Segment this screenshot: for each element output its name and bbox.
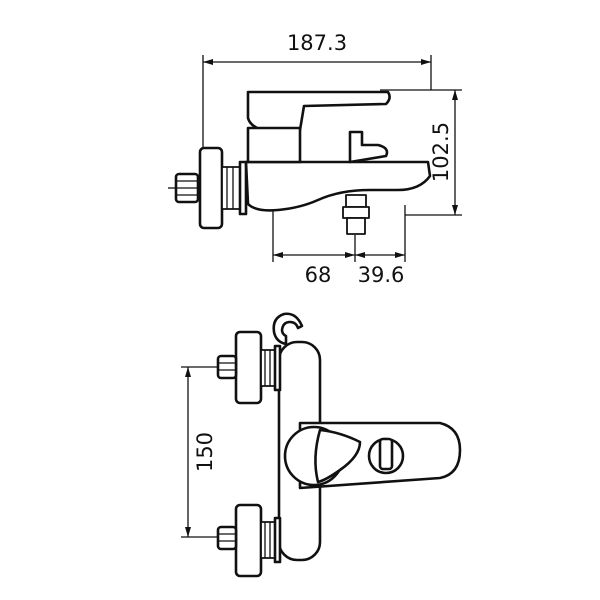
side-cartridge bbox=[246, 126, 302, 164]
dimension-label-inlet-spacing: 150 bbox=[193, 432, 217, 472]
side-cover-flange bbox=[198, 146, 224, 230]
front-top-inlet bbox=[216, 330, 282, 405]
side-connector bbox=[221, 160, 248, 216]
side-view: 187.3 102.5 68 39.6 bbox=[168, 31, 462, 287]
dimension-inlet-spacing: 150 bbox=[181, 366, 235, 538]
dimension-height: 102.5 bbox=[380, 89, 462, 216]
side-diverter-knob bbox=[348, 130, 389, 164]
dimension-bottom: 68 39.6 bbox=[272, 205, 406, 287]
side-inlet-nut bbox=[168, 172, 200, 204]
front-view: 150 bbox=[181, 312, 462, 578]
front-hose-hook bbox=[272, 312, 304, 346]
dimension-label-spout-offset: 68 bbox=[305, 263, 332, 287]
dimension-label-height: 102.5 bbox=[429, 122, 453, 182]
side-outlet bbox=[342, 194, 370, 235]
front-lever-handle bbox=[314, 428, 362, 484]
side-mixer-body bbox=[244, 160, 432, 212]
front-bottom-inlet bbox=[216, 503, 282, 578]
front-diverter-knob bbox=[367, 437, 405, 475]
dimension-total-length: 187.3 bbox=[202, 31, 432, 150]
side-lever-handle bbox=[246, 90, 391, 132]
dimension-label-total-length: 187.3 bbox=[287, 31, 347, 55]
dimension-label-outlet-offset: 39.6 bbox=[358, 263, 405, 287]
